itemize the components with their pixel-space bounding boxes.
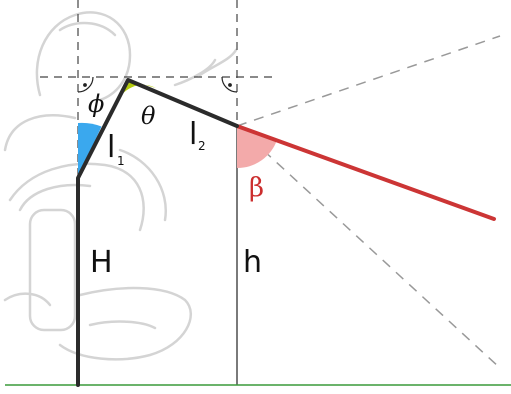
l2-subscript: 2 <box>198 139 206 153</box>
phi-label: ϕ <box>88 90 104 118</box>
linkage-H-l1-l2 <box>76 78 239 387</box>
right-angle-icon <box>77 76 238 93</box>
l1-label: l <box>107 130 115 165</box>
theta-label: θ <box>141 102 156 130</box>
construction-lines <box>40 0 275 178</box>
line-of-sight <box>235 124 496 221</box>
dashed-upper-ray <box>236 35 501 127</box>
beta-label: β <box>249 173 264 203</box>
h-label: h <box>243 245 262 280</box>
l1-subscript: 1 <box>117 154 125 168</box>
projection-lines <box>236 35 501 369</box>
H-label: H <box>90 245 113 280</box>
l2-label: l <box>189 117 197 152</box>
seated-person-outline <box>3 11 238 361</box>
dashed-lower-ray <box>236 125 501 369</box>
